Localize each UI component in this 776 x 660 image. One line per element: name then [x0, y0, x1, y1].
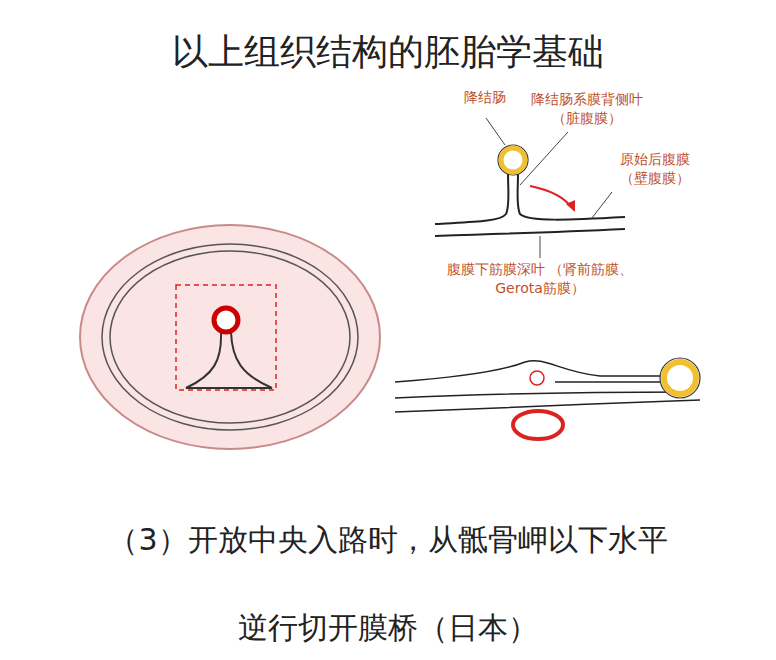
- callout-label: 降结肠系膜背侧叶 （脏腹膜）: [522, 90, 652, 128]
- title: 以上组织结构的胚胎学基础: [0, 30, 776, 74]
- caption: （3）开放中央入路时，从骶骨岬以下水平 逆行切开膜桥（日本）: [40, 496, 736, 660]
- callout-label: 腹膜下筋膜深叶 （肾前筋膜、Gerota筋膜）: [440, 260, 640, 298]
- callout-label: 原始后腹膜 （壁腹膜）: [600, 150, 710, 188]
- callout-label: 降结肠: [450, 88, 520, 107]
